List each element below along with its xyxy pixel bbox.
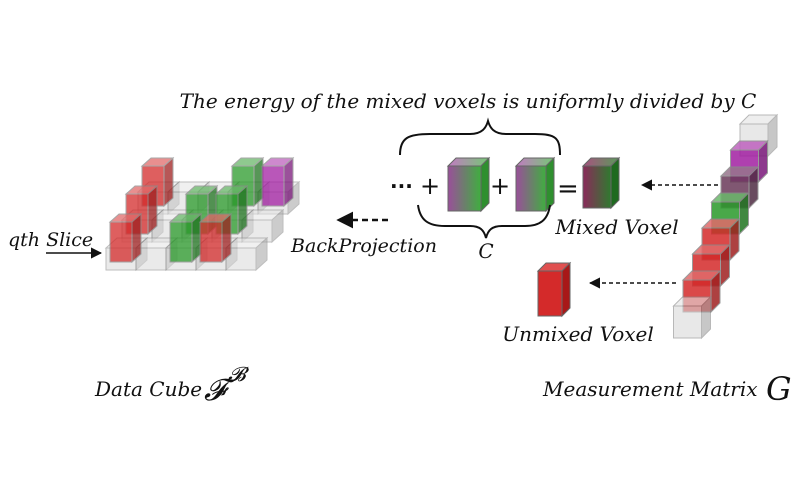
cube-voxel <box>260 156 295 208</box>
unmixed-voxel <box>536 261 572 318</box>
caption-top: The energy of the mixed voxels is unifor… <box>180 89 757 113</box>
data-cube-caption: Data Cube 𝓕 𝓑 <box>94 362 250 408</box>
ellipsis: ··· <box>390 174 413 198</box>
matrix-cell <box>672 295 712 340</box>
cube-cell <box>224 236 269 272</box>
data-cube <box>104 156 301 272</box>
plus-2: + <box>490 172 510 200</box>
measurement-matrix-symbol: G <box>766 370 792 408</box>
brace-label: C <box>478 239 493 263</box>
mixed-voxel-label: Mixed Voxel <box>554 215 678 239</box>
measurement-matrix-caption: Measurement Matrix G <box>542 370 792 408</box>
plus-1: + <box>420 172 440 200</box>
mixed-voxel <box>581 156 621 210</box>
cube-voxel <box>140 156 175 208</box>
split-voxel-1 <box>446 156 491 213</box>
cube-voxel <box>198 212 233 264</box>
backprojection-label: BackProjection <box>290 235 437 257</box>
unmixed-voxel-label: Unmixed Voxel <box>502 322 654 346</box>
slice-label: qth Slice <box>8 229 93 251</box>
data-cube-superscript: 𝓑 <box>228 362 250 386</box>
split-voxel-2 <box>514 156 556 213</box>
cube-voxel <box>108 212 143 264</box>
bottom-brace <box>417 204 551 239</box>
measurement-matrix-label: Measurement Matrix <box>542 377 758 401</box>
equals-sign: = <box>557 174 579 204</box>
measurement-matrix <box>672 113 779 340</box>
cube-voxel <box>168 212 203 264</box>
top-brace <box>399 117 561 156</box>
data-cube-label: Data Cube <box>94 377 202 401</box>
cube-cell <box>240 208 285 244</box>
matrix-cell <box>691 243 731 288</box>
